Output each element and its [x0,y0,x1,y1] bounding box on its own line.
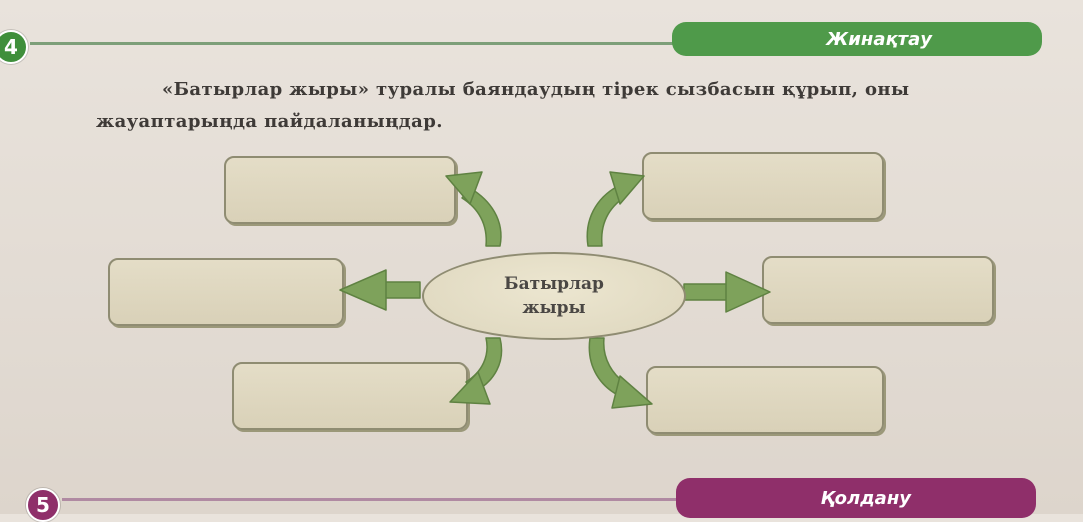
answer-box-middle-right[interactable] [762,256,994,324]
task-instruction: «Батырлар жыры» туралы баяндаудың тірек … [96,74,1046,138]
answer-box-bottom-right[interactable] [646,366,884,434]
center-topic-line-2: жыры [522,298,586,318]
task-4-divider [30,42,680,45]
task-5-number-badge: 5 [26,488,60,522]
task-4-number-badge: 4 [0,30,28,64]
answer-box-middle-left[interactable] [108,258,344,326]
arrow-to-middle-right [683,271,771,313]
answer-box-top-left[interactable] [224,156,456,224]
arrow-to-bottom-right [588,337,653,409]
instruction-line-1: «Батырлар жыры» туралы баяндаудың тірек … [162,79,910,100]
center-topic-line-1: Батырлар [504,274,604,294]
instruction-line-2: жауаптарыңда пайдаланыңдар. [96,111,443,132]
task-5-divider [62,498,682,501]
task-5-section-label: Қолдану [676,478,1036,518]
arrow-to-bottom-left [449,337,503,405]
center-topic-oval: Батырлар жыры [422,252,686,340]
answer-box-top-right[interactable] [642,152,884,220]
task-4-section-label: Жинақтау [672,22,1042,56]
arrow-to-top-left [445,171,502,247]
arrow-to-top-right [586,171,645,247]
arrow-to-middle-left [339,269,421,311]
answer-box-bottom-left[interactable] [232,362,468,430]
